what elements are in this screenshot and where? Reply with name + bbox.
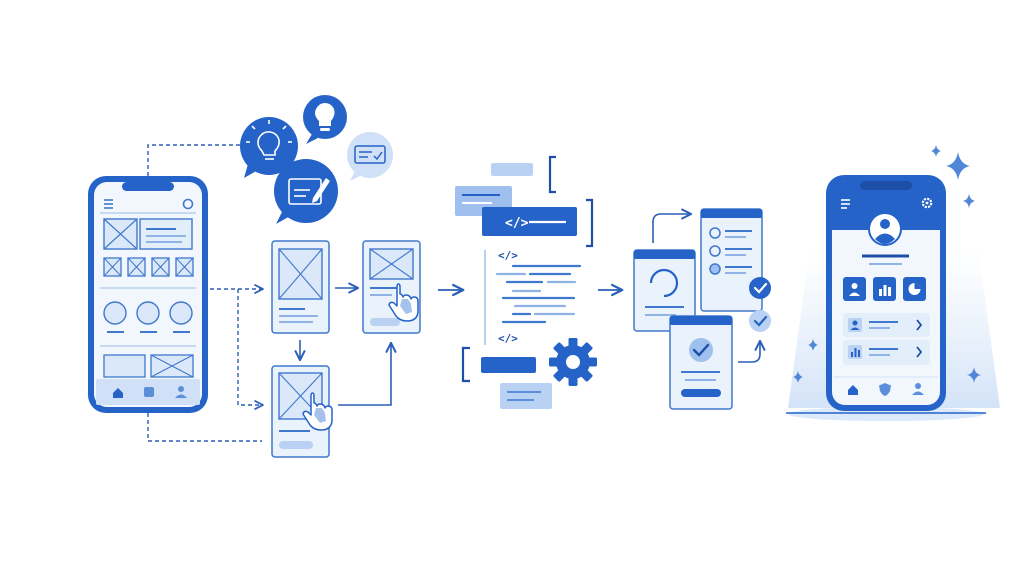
user-icon [880,219,890,229]
thumbnail-row [103,257,194,277]
phone-notch [860,181,912,190]
check-badge [749,310,771,332]
phone-notch [122,182,174,191]
action-tile-stats[interactable] [873,277,896,301]
chevron-right-icon [916,319,923,331]
wireframe-card-a [271,240,330,334]
action-tile-chart[interactable] [903,277,926,301]
dashed-connectors [147,144,264,442]
menu-icon[interactable] [104,199,113,209]
final-app-phone [786,145,1000,421]
wireframe-card-b [362,240,421,334]
loading-card [633,249,696,332]
action-tile-profile[interactable] [843,277,866,301]
check-icon [753,315,768,327]
user-icon[interactable] [175,386,187,398]
lightbulb-icon [315,103,335,126]
list-row-profile[interactable] [843,313,930,337]
check-icon [692,343,710,357]
bracket [461,346,470,383]
grid-icon[interactable] [144,387,154,397]
idea-bubbles [240,95,393,224]
avatar [868,212,902,246]
user-icon [849,292,860,296]
bracket [586,198,594,248]
list-card [700,208,763,312]
code-block: </> </> </> [455,155,597,409]
sketch-bubble [274,159,338,224]
hand-pointer-icon [302,392,333,431]
idea-bubble-top [303,95,347,144]
wireframe-flow [271,240,421,458]
bottom-image-row [103,354,194,378]
user-icon[interactable] [912,383,924,395]
testing-screens [633,208,771,410]
wireframe-card-c [271,365,333,458]
pie-chart-icon [908,283,921,295]
profile-header [832,181,940,230]
bar-chart-icon [851,348,860,357]
menu-icon[interactable] [841,199,850,209]
avatar-row [103,301,193,333]
bracket [548,155,556,194]
list-row-stats[interactable] [843,340,930,365]
code-lines [495,264,582,324]
pencil-icon [312,178,330,203]
check-badge [749,277,771,299]
gear-icon [549,338,597,386]
text-card [139,218,193,250]
success-card [669,315,733,410]
code-tag: </> [498,332,518,345]
chevron-right-icon [916,346,923,358]
code-tag: </> [505,216,529,231]
user-icon [852,320,858,326]
settings-icon[interactable] [921,197,933,209]
chat-bubble [347,132,393,181]
code-chip [491,163,533,176]
lightbulb-icon [246,120,292,160]
bar-chart-icon [879,285,891,296]
glow-base [788,407,984,421]
idea-bubble-large [240,117,298,178]
shield-icon[interactable] [879,383,891,396]
loading-spinner-icon [649,268,679,298]
check-icon [753,282,768,294]
sparkle-icon [793,145,981,383]
check-icon [373,151,383,161]
code-chip [500,383,552,409]
hand-pointer-icon [388,283,419,322]
wireframe-phone [88,176,208,413]
search-icon[interactable] [182,198,194,210]
home-icon[interactable] [113,388,123,398]
code-tag: </> [498,249,518,262]
code-button-block [481,357,536,373]
home-icon[interactable] [848,385,858,395]
image-placeholder [103,218,138,250]
